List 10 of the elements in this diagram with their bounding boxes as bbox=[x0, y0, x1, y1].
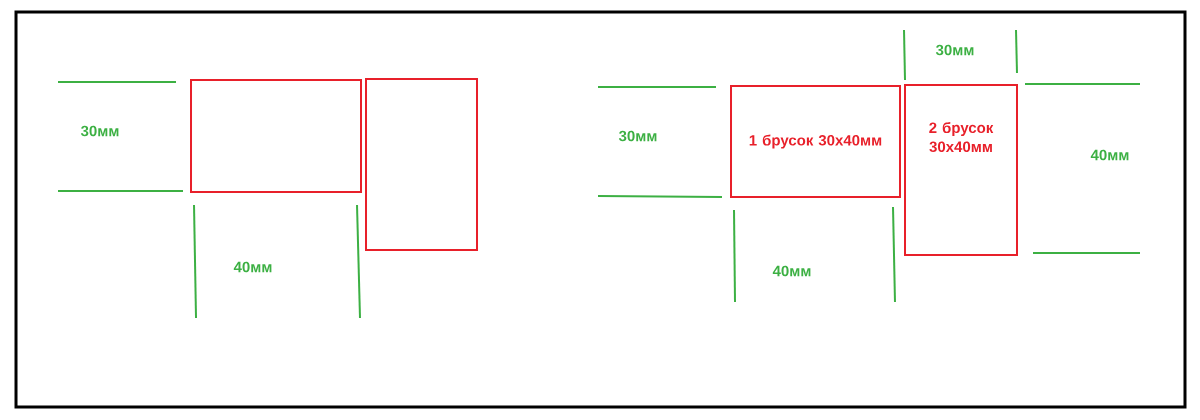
dimension-label: 40мм bbox=[233, 261, 272, 273]
dimension-label: 30мм bbox=[618, 130, 657, 142]
dimension-label: 30мм bbox=[80, 125, 119, 137]
dimension-label: 30мм bbox=[935, 44, 974, 56]
dimension-label: 40мм bbox=[1090, 149, 1129, 161]
block-box bbox=[190, 79, 362, 193]
dimension-label: 40мм bbox=[772, 265, 811, 277]
block-box: 1 брусок 30х40мм bbox=[730, 85, 901, 198]
block-box bbox=[365, 78, 478, 251]
block-box: 2 брусок 30х40мм bbox=[904, 84, 1018, 256]
